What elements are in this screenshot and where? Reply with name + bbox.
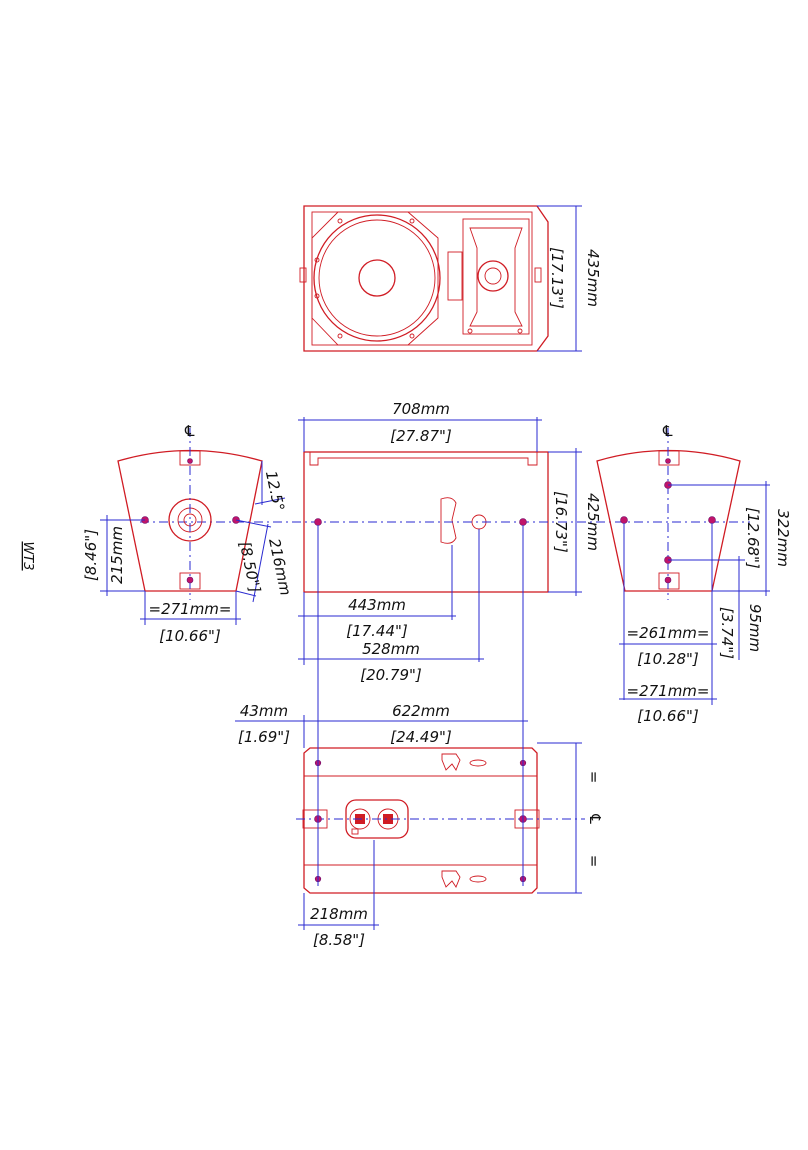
right-w271-mm: =271mm=	[627, 682, 710, 700]
left-slant-mm: 216mm	[265, 537, 295, 597]
dim-43-in: [1.69"]	[238, 728, 290, 746]
right-h95-in: [3.74"]	[718, 607, 736, 659]
woofer-dust-cap	[358, 259, 396, 297]
top-view: 708mm [27.87"] 425mm [16.73"] 443mm [17.…	[140, 400, 750, 684]
right-h322-in: [12.68"]	[744, 507, 762, 569]
right-h322-mm: 322mm	[774, 509, 792, 567]
equal-mark-bottom: =	[585, 855, 603, 868]
dim-622-mm: 622mm	[392, 702, 450, 720]
top-width-mm: 708mm	[392, 400, 450, 418]
connector-plate	[345, 799, 409, 839]
left-width-in: [10.66"]	[159, 627, 221, 645]
dim-443-mm: 443mm	[348, 596, 406, 614]
left-side-view: ℄ 12.5° 215mm [8.46"] 216mm [8.50"] =271…	[82, 422, 295, 645]
woofer-outer	[313, 214, 441, 342]
dim-622-in: [24.49"]	[390, 728, 452, 746]
front-view: 435mm [17.13"]	[299, 205, 602, 352]
dim-218-in: [8.58"]	[313, 931, 365, 949]
bottom-centerline-symbol: ℄	[586, 812, 604, 825]
right-w271-in: [10.66"]	[637, 707, 699, 725]
dim-43-mm: 43mm	[240, 702, 288, 720]
top-height-mm: 425mm	[584, 493, 602, 551]
top-height-in: [16.73"]	[552, 491, 570, 553]
horn-driver	[477, 260, 509, 292]
right-h95-mm: 95mm	[746, 604, 764, 652]
dim-528-in: [20.79"]	[360, 666, 422, 684]
right-w261-mm: =261mm=	[627, 624, 710, 642]
left-centerline-symbol: ℄	[183, 422, 196, 440]
equal-mark-top: =	[585, 771, 603, 784]
right-side-view: ℄ 322mm [12.68"] 95mm [3.74"] =261mm= [1…	[596, 422, 792, 725]
left-height-mm: 215mm	[108, 526, 126, 584]
top-width-in: [27.87"]	[390, 427, 452, 445]
right-w261-in: [10.28"]	[637, 650, 699, 668]
model-label: WT3	[20, 541, 35, 570]
dim-443-in: [17.44"]	[346, 622, 408, 640]
left-width-mm: =271mm=	[149, 600, 232, 618]
connector-1	[349, 808, 371, 830]
dim-218-mm: 218mm	[310, 905, 368, 923]
front-height-mm: 435mm	[584, 249, 602, 307]
bottom-view: ℄ = = 43mm [1.69"] 622mm [24.49"] 218mm …	[235, 525, 604, 949]
right-centerline-symbol: ℄	[661, 422, 674, 440]
left-height-in: [8.46"]	[82, 529, 100, 581]
dim-528-mm: 528mm	[362, 640, 420, 658]
left-angle: 12.5°	[262, 469, 288, 513]
left-slant-in: [8.50"]	[236, 540, 264, 595]
front-height-in: [17.13"]	[548, 247, 566, 309]
